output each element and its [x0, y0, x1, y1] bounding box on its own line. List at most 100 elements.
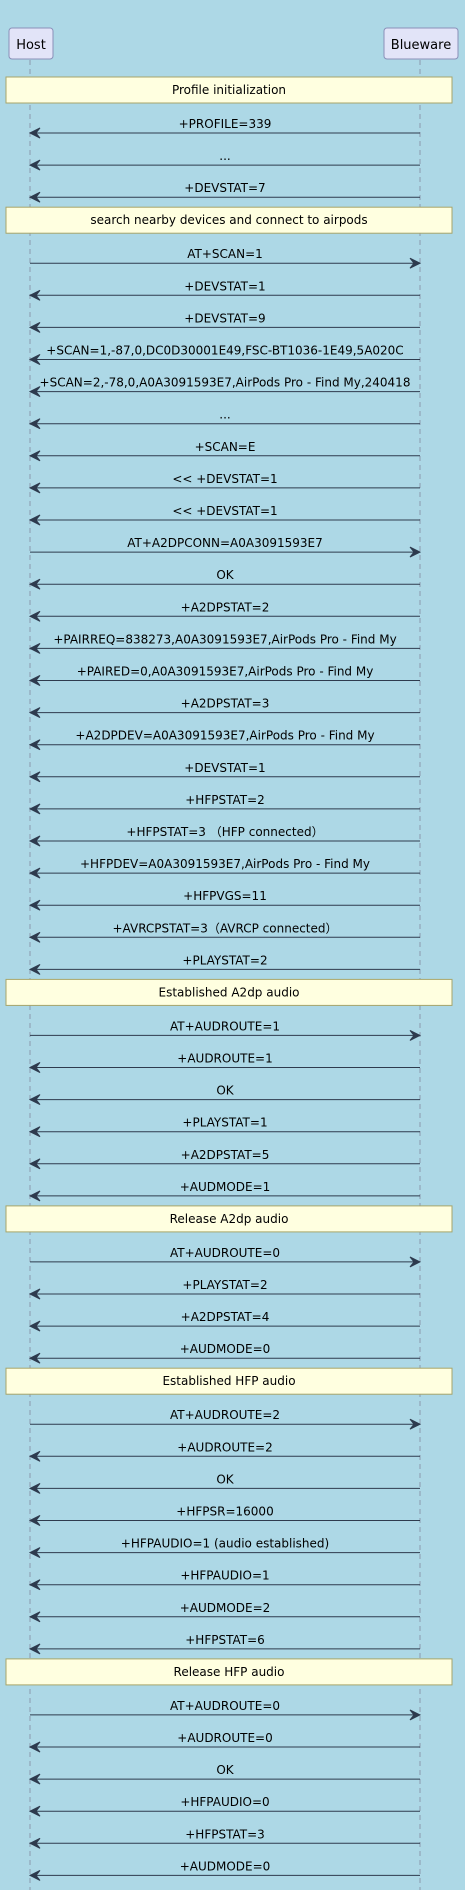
arrow-head-icon [409, 1029, 422, 1041]
message-label: ... [219, 408, 230, 422]
arrow-head-icon [28, 482, 41, 494]
arrow-head-icon [28, 1190, 41, 1202]
arrow-head-icon [409, 1418, 422, 1430]
message-label: +HFPSTAT=3 （HFP connected） [126, 825, 323, 839]
message: OK [28, 1084, 420, 1106]
message: +PLAYSTAT=2 [28, 953, 420, 975]
message: << +DEVSTAT=1 [28, 504, 420, 526]
section-title: Release A2dp audio [170, 1212, 289, 1226]
message-label: +DEVSTAT=9 [184, 311, 265, 325]
message: AT+A2DPCONN=A0A3091593E7 [30, 536, 422, 558]
arrow-head-icon [28, 578, 41, 590]
participant-host: Host [8, 27, 54, 60]
message-label: OK [216, 1472, 234, 1486]
message: +HFPSTAT=2 [28, 793, 420, 815]
participant-blueware: Blueware [383, 27, 459, 60]
arrow-head-icon [28, 835, 41, 847]
section-band: Release A2dp audio [5, 1205, 453, 1233]
message-label: +AUDMODE=0 [180, 1859, 271, 1873]
message: +DEVSTAT=7 [28, 181, 420, 203]
arrow-head-icon [28, 1611, 41, 1623]
message: +DEVSTAT=9 [28, 311, 420, 333]
message-label: +DEVSTAT=1 [184, 279, 265, 293]
message: +HFPAUDIO=0 [28, 1795, 420, 1817]
arrow-head-icon [28, 1482, 41, 1494]
section-band-box [5, 978, 453, 1006]
arrow-head-icon [28, 707, 41, 719]
message: +A2DPSTAT=3 [28, 697, 420, 719]
arrow-head-icon [28, 1288, 41, 1300]
section-title: search nearby devices and connect to air… [90, 213, 367, 227]
arrow-head-icon [28, 191, 41, 203]
message-label: AT+AUDROUTE=2 [170, 1408, 280, 1422]
message: +HFPAUDIO=1 (audio established) [28, 1537, 420, 1559]
message: +AUDROUTE=0 [28, 1731, 420, 1753]
message-label: AT+AUDROUTE=1 [170, 1019, 280, 1033]
message-label: << +DEVSTAT=1 [172, 472, 277, 486]
participant-blueware-box [383, 27, 459, 60]
message-label: +DEVSTAT=7 [184, 181, 265, 195]
arrow-head-icon [28, 963, 41, 975]
arrow-head-icon [28, 1773, 41, 1785]
arrow-head-icon [409, 1256, 422, 1268]
section-title: Release HFP audio [174, 1665, 285, 1679]
arrow-head-icon [28, 739, 41, 751]
message-label: OK [216, 1084, 234, 1098]
message: +SCAN=1,-87,0,DC0D30001E49,FSC-BT1036-1E… [28, 344, 420, 365]
message-label: +HFPSTAT=2 [185, 793, 265, 807]
message: +A2DPSTAT=5 [28, 1148, 420, 1170]
message-label: +PLAYSTAT=1 [182, 1116, 267, 1130]
message-label: AT+SCAN=1 [187, 247, 263, 261]
message-label: +AUDMODE=0 [180, 1342, 271, 1356]
message-label: +PROFILE=339 [179, 117, 272, 131]
arrow-head-icon [28, 159, 41, 171]
message-label: +HFPAUDIO=1 (audio established) [121, 1537, 329, 1551]
section-title: Profile initialization [172, 83, 286, 97]
message: AT+SCAN=1 [30, 247, 422, 269]
message-label: +SCAN=E [195, 440, 256, 454]
message-label: << +DEVSTAT=1 [172, 504, 277, 518]
section-band: Established A2dp audio [5, 978, 453, 1006]
message-label: +AUDROUTE=1 [177, 1052, 272, 1066]
message: +A2DPSTAT=2 [28, 600, 420, 622]
arrow-head-icon [28, 321, 41, 333]
participant-host-box [8, 27, 54, 60]
arrow-head-icon [28, 867, 41, 879]
arrow-head-icon [28, 1579, 41, 1591]
message: +AUDMODE=0 [28, 1859, 420, 1881]
message: AT+AUDROUTE=1 [30, 1019, 422, 1041]
arrow-head-icon [28, 1352, 41, 1364]
arrow-head-icon [28, 771, 41, 783]
message-label: +HFPAUDIO=1 [180, 1569, 269, 1583]
arrow-head-icon [28, 514, 41, 526]
message: +A2DPSTAT=4 [28, 1310, 420, 1332]
message: OK [28, 1763, 420, 1785]
message: ... [28, 149, 420, 171]
section-title: Established HFP audio [162, 1374, 295, 1388]
message-label: +A2DPSTAT=4 [181, 1310, 270, 1324]
participant-host-label: Host [16, 38, 46, 53]
message-label: +SCAN=1,-87,0,DC0D30001E49,FSC-BT1036-1E… [46, 344, 403, 358]
arrow-head-icon [28, 1450, 41, 1462]
section-band: search nearby devices and connect to air… [5, 206, 453, 234]
message-label: +A2DPSTAT=3 [181, 697, 270, 711]
message: +HFPSTAT=3 （HFP connected） [28, 825, 420, 847]
message: +AUDROUTE=1 [28, 1052, 420, 1073]
message: +DEVSTAT=1 [28, 761, 420, 783]
arrow-head-icon [28, 1741, 41, 1753]
message-label: +AUDROUTE=0 [177, 1731, 272, 1745]
arrow-head-icon [28, 1643, 41, 1655]
message-label: +A2DPSTAT=5 [181, 1148, 270, 1162]
message: +AVRCPSTAT=3（AVRCP connected） [28, 921, 420, 943]
arrow-head-icon [28, 1126, 41, 1138]
message: +HFPDEV=A0A3091593E7,AirPods Pro - Find … [28, 857, 420, 879]
message-label: +PLAYSTAT=2 [182, 953, 267, 967]
section-band: Established HFP audio [5, 1367, 453, 1395]
message-label: +HFPAUDIO=0 [180, 1795, 269, 1809]
arrow-head-icon [28, 450, 41, 462]
message: AT+AUDROUTE=2 [30, 1408, 422, 1430]
arrow-head-icon [28, 1158, 41, 1170]
